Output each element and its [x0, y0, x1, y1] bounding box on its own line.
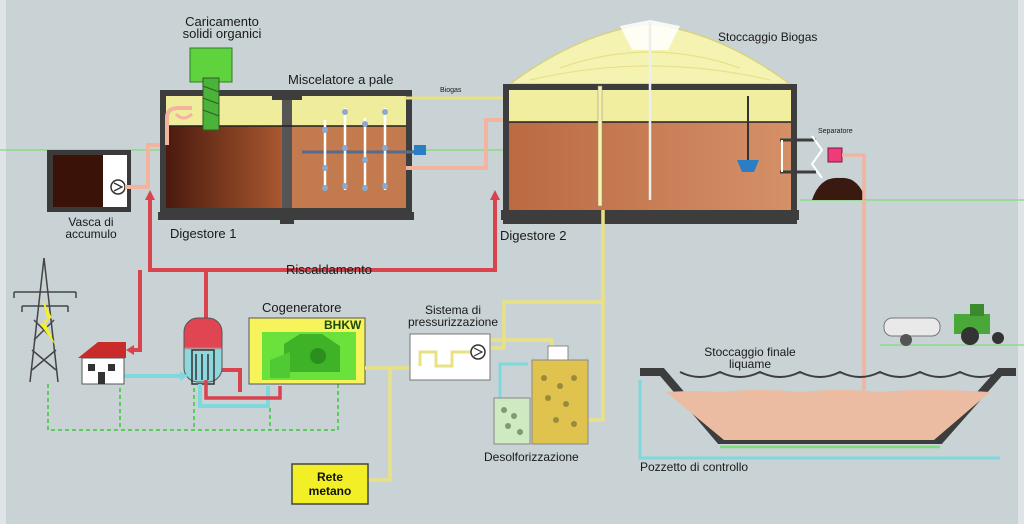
stoccaggio-finale [638, 368, 1016, 460]
electric-network [47, 384, 339, 431]
label-rete-metano: Rete metano [308, 470, 352, 498]
feed-hopper [189, 47, 233, 83]
house-icon [78, 342, 126, 385]
paddle-mixer [302, 108, 426, 191]
water-pipes [124, 374, 270, 408]
label-stoccaggio-biogas: Stoccaggio Biogas [718, 30, 818, 44]
desolforizzazione [493, 345, 589, 445]
rete-metano-box [291, 463, 369, 505]
lightning-icon [40, 298, 56, 346]
separatore [780, 135, 866, 412]
label-caricamento: Caricamento solidi organici [182, 14, 262, 41]
label-pozzetto: Pozzetto di controllo [640, 460, 749, 474]
label-desolforizzazione: Desolforizzazione [484, 450, 579, 464]
label-digestore2: Digestore 2 [500, 228, 567, 243]
pressurization-system [409, 333, 491, 381]
digestore-2 [501, 20, 799, 224]
label-miscelatore: Miscelatore a pale [288, 72, 394, 87]
digestore-1 [158, 47, 426, 224]
label-biogas-pipe: Biogas [440, 87, 462, 94]
label-separatore: Separatore [818, 128, 853, 135]
label-cogeneratore: Cogeneratore [262, 300, 342, 315]
label-bhkw: BHKW [324, 318, 362, 332]
tractor-icon [883, 304, 1004, 346]
solid-separated-pile [812, 177, 866, 200]
label-pressurizzazione: Sistema di pressurizzazione [407, 303, 499, 329]
label-stoccaggio-finale: Stoccaggio finale liquame [704, 345, 796, 371]
vasca-accumulo [47, 150, 131, 212]
label-digestore1: Digestore 1 [170, 226, 237, 241]
submersible-mixer [737, 160, 759, 172]
label-riscaldamento: Riscaldamento [286, 262, 372, 277]
gas-pipes [365, 210, 605, 482]
heat-storage-tank [183, 317, 223, 385]
label-vasca: Vasca di accumulo [65, 215, 117, 241]
cogeneratore [248, 317, 366, 385]
slurry-pipe [125, 143, 167, 189]
